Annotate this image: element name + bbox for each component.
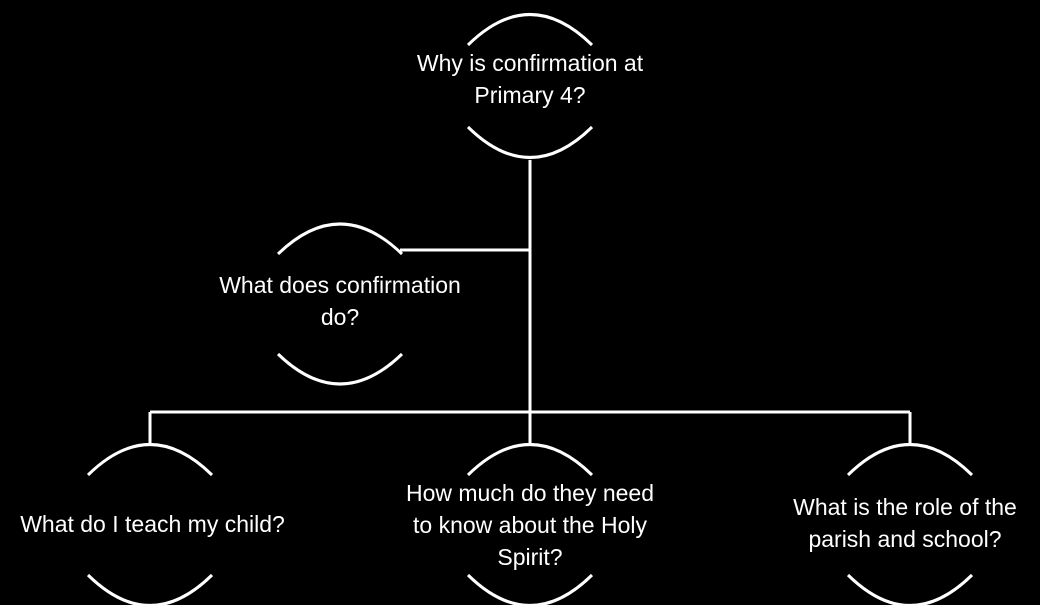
node-parish-school-bottom-arc (846, 573, 974, 605)
node-root-line-1: Why is confirmation at (416, 50, 644, 76)
node-root-line-2: Primary 4? (474, 82, 586, 108)
node-holy-spirit-label: How much do they need to know about the … (375, 477, 685, 573)
node-teach-child-line-1: What do I teach my child? (20, 511, 285, 537)
node-root-label: Why is confirmation at Primary 4? (380, 47, 680, 111)
node-what-does-bottom-arc (276, 352, 404, 386)
node-holy-spirit-line-3: Spirit? (497, 544, 563, 570)
node-root-top-arc (466, 13, 594, 47)
node-holy-spirit-top-arc (466, 443, 594, 477)
node-teach-child-bottom-arc (86, 573, 214, 605)
node-holy-spirit-line-2: to know about the Holy (413, 512, 647, 538)
node-holy-spirit-line-1: How much do they need (405, 480, 655, 506)
node-root-bottom-arc (466, 125, 594, 159)
node-what-does-label: What does confirmation do? (190, 269, 490, 333)
node-parish-school-line-2: parish and school? (808, 526, 1002, 552)
node-parish-school-line-1: What is the role of the (793, 494, 1017, 520)
node-holy-spirit-bottom-arc (466, 573, 594, 605)
node-what-does-top-arc (276, 222, 404, 256)
node-what-does-line-2: do? (320, 304, 360, 330)
node-parish-school-top-arc (846, 443, 974, 477)
node-teach-child-top-arc (86, 443, 214, 477)
node-parish-school-label: What is the role of the parish and schoo… (770, 491, 1040, 555)
node-teach-child-label: What do I teach my child? (0, 508, 305, 540)
node-what-does-line-1: What does confirmation (219, 272, 461, 298)
